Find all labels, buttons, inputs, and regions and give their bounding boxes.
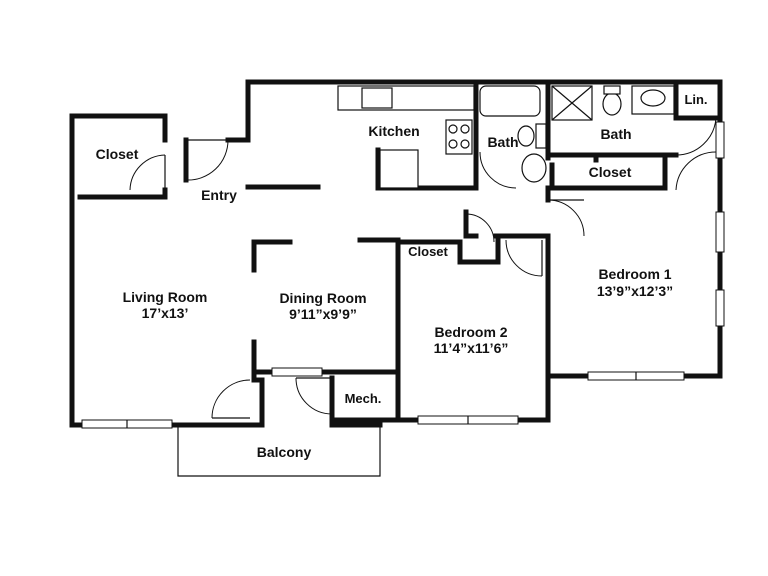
master-closet-label: Closet bbox=[589, 164, 632, 180]
dining-room-label: Dining Room bbox=[279, 290, 366, 306]
toilet-icon bbox=[517, 125, 535, 147]
fixtures bbox=[337, 79, 719, 189]
stove-icon bbox=[445, 119, 473, 155]
linen-label: Lin. bbox=[684, 92, 707, 107]
hall-bath-label: Bath bbox=[487, 134, 518, 150]
bedroom2-label: Bedroom 2 bbox=[434, 324, 507, 340]
bedroom1-size: 13’9”x12’3” bbox=[597, 283, 673, 299]
entry-label: Entry bbox=[201, 187, 237, 203]
balcony-label: Balcony bbox=[257, 444, 312, 460]
kitchen-label: Kitchen bbox=[368, 123, 419, 139]
mech-label: Mech. bbox=[345, 391, 382, 406]
living-room-label: Living Room bbox=[123, 289, 208, 305]
bedroom2-size: 11’4”x11’6” bbox=[434, 340, 509, 356]
windows bbox=[81, 121, 725, 429]
bathtub-icon bbox=[479, 85, 541, 117]
room-labels: Closet Entry Kitchen Bath Bath Lin. Clos… bbox=[96, 92, 708, 460]
toilet-icon bbox=[602, 92, 622, 116]
walls bbox=[69, 79, 723, 428]
doors bbox=[129, 117, 717, 419]
dining-room-size: 9’11”x9’9” bbox=[289, 306, 357, 322]
kitchen-sink-icon bbox=[361, 87, 393, 109]
living-room-size: 17’x13’ bbox=[142, 305, 189, 321]
balcony-outline bbox=[177, 425, 381, 477]
closet-entry-label: Closet bbox=[96, 146, 139, 162]
bed2-closet-label: Closet bbox=[408, 244, 448, 259]
master-bath-label: Bath bbox=[600, 126, 631, 142]
bedroom1-label: Bedroom 1 bbox=[598, 266, 671, 282]
bath-sink-icon bbox=[521, 153, 547, 183]
